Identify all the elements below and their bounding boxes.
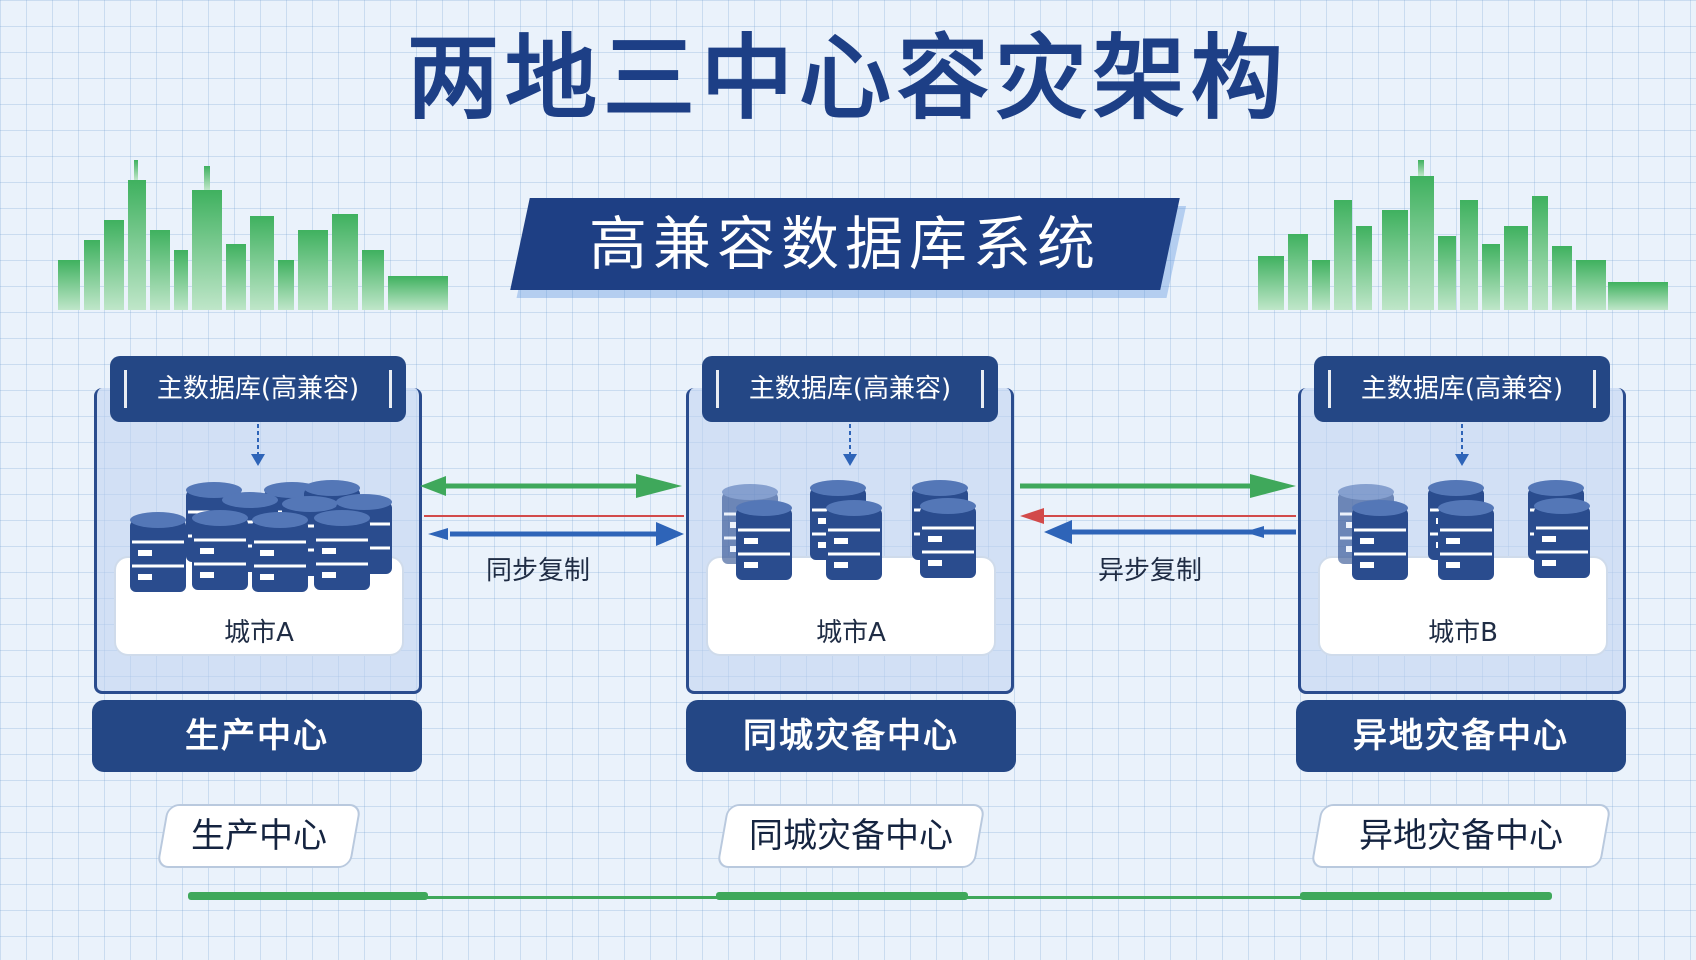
- subtitle-text: 高兼容数据库系统: [588, 210, 1101, 278]
- database-server-cluster-icon: [128, 478, 394, 594]
- city-label-same-city: 城市A: [816, 618, 886, 648]
- page-title: 两地三中心容灾架构: [406, 25, 1289, 132]
- baseline-segment: [1300, 892, 1552, 900]
- database-server-cluster-icon: [1336, 478, 1592, 582]
- database-server-cluster-icon: [720, 478, 978, 582]
- db-label-production: 主数据库(高兼容): [110, 356, 406, 422]
- center-title-production: 生产中心: [92, 700, 422, 772]
- skyline-left-icon: [58, 160, 448, 310]
- city-label-remote: 城市B: [1428, 618, 1498, 648]
- down-arrow-icon: [843, 424, 857, 466]
- async-replication-label: 异步复制: [1098, 556, 1203, 586]
- bottom-label-same-city: 同城灾备中心: [749, 816, 953, 856]
- bottom-label-production: 生产中心: [191, 816, 327, 856]
- down-arrow-icon: [251, 424, 265, 466]
- center-title-remote: 异地灾备中心: [1296, 700, 1626, 772]
- sync-replication-arrows: [420, 474, 684, 546]
- baseline-segment: [716, 892, 968, 900]
- center-title-same-city: 同城灾备中心: [686, 700, 1016, 772]
- async-replication-arrows: [1020, 474, 1296, 544]
- sync-replication-label: 同步复制: [486, 556, 591, 586]
- skyline-right-icon: [1258, 160, 1668, 310]
- down-arrow-icon: [1455, 424, 1469, 466]
- db-label-same-city: 主数据库(高兼容): [702, 356, 998, 422]
- bottom-label-remote: 异地灾备中心: [1359, 816, 1563, 856]
- db-label-remote: 主数据库(高兼容): [1314, 356, 1610, 422]
- city-label-production: 城市A: [224, 618, 294, 648]
- baseline-segment: [188, 892, 428, 900]
